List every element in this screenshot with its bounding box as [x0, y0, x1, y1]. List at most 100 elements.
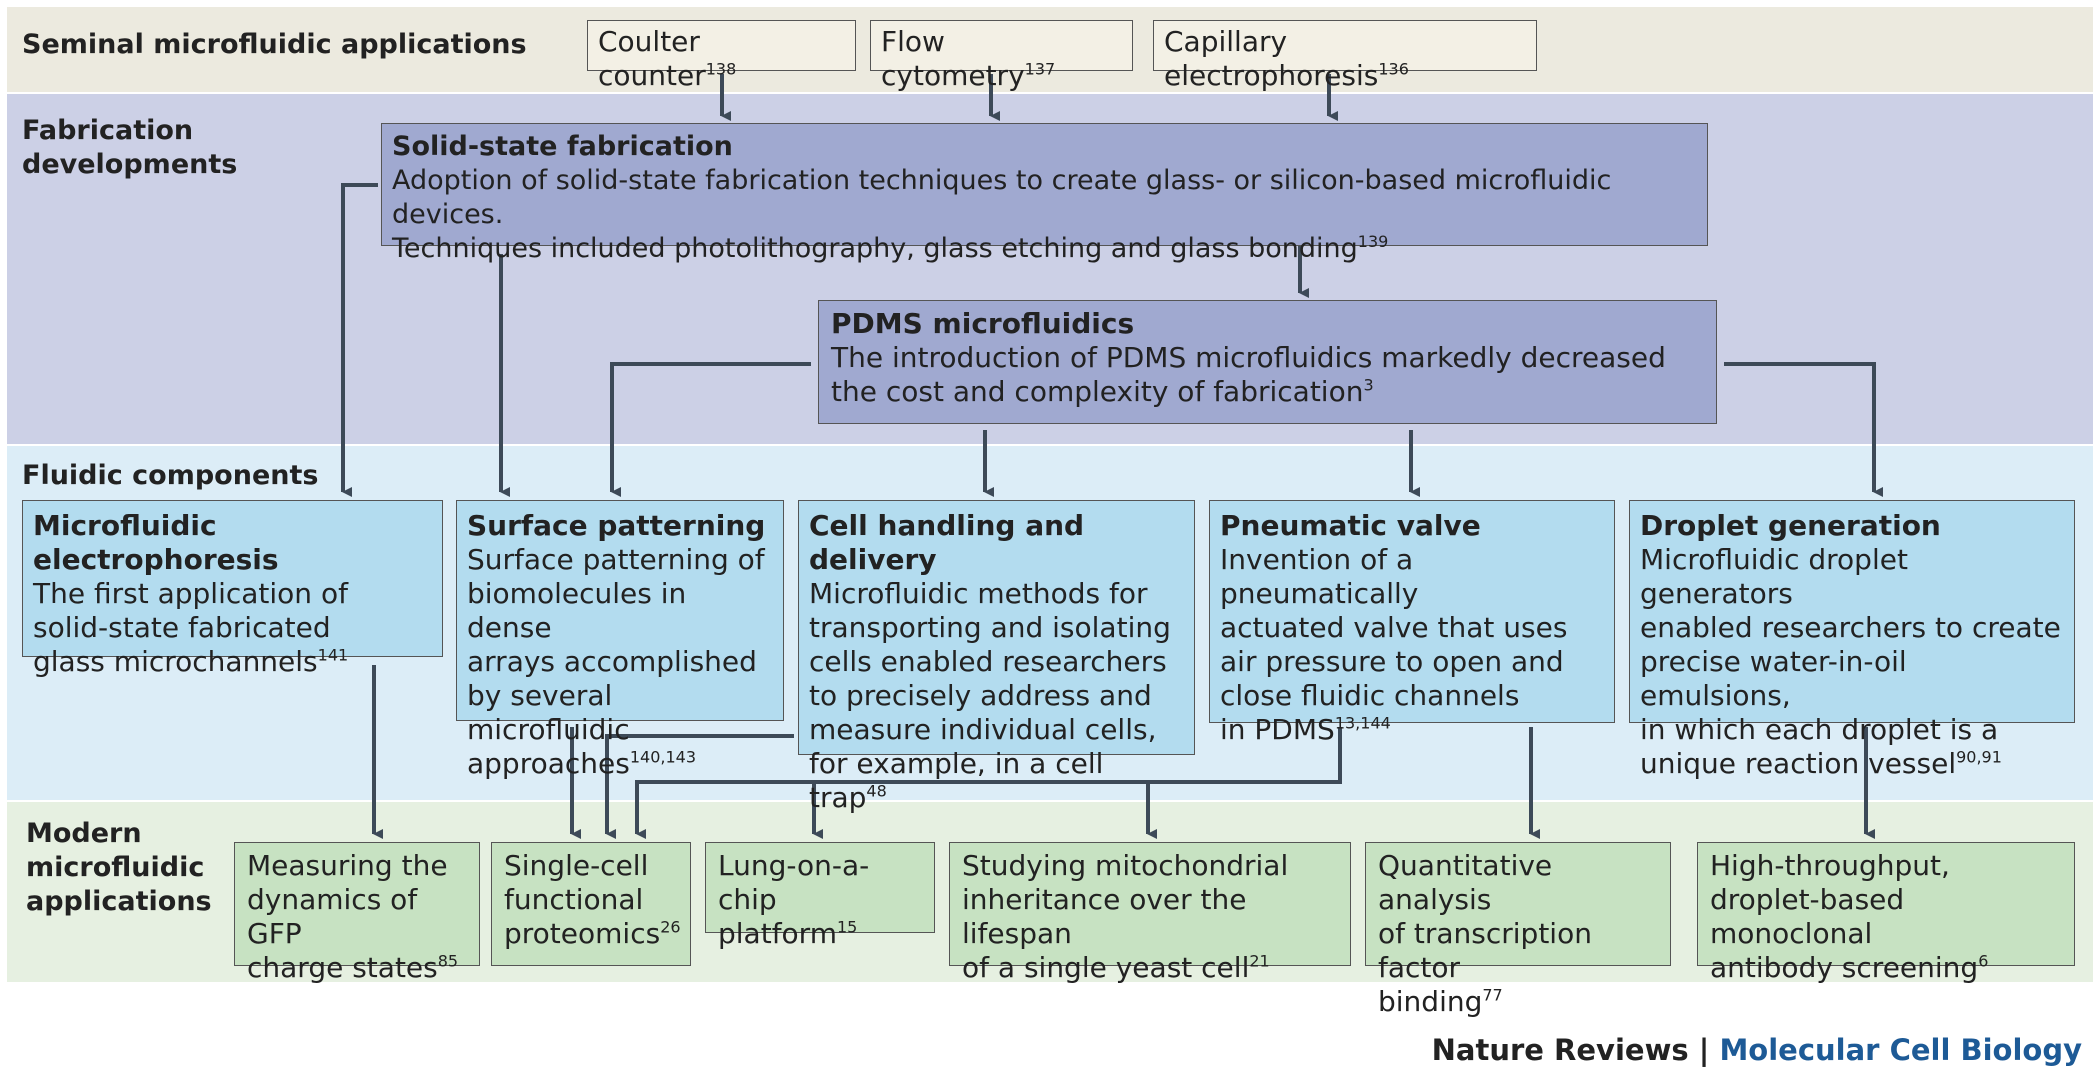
seminal-coulter-counter-text: Coulter counter [598, 25, 706, 92]
fab-solid-state-line2: Techniques included photolithography, gl… [392, 233, 1358, 264]
modern-mitochondrial-inheritance: Studying mitochondrial inheritance over … [949, 842, 1351, 984]
seminal-capillary-electrophoresis-text: Capillary electrophoresis [1164, 25, 1379, 92]
component-cell-line: to precisely address and [809, 679, 1152, 712]
band-label-seminal: Seminal microfluidic applications [22, 29, 527, 60]
component-cell-line: transporting and isolating [809, 611, 1171, 644]
component-valve-title: Pneumatic valve [1220, 509, 1481, 542]
fab-solid-state: Solid-state fabrication Adoption of soli… [381, 123, 1708, 264]
component-cell-line: for example, in a cell trap [809, 747, 1104, 814]
seminal-flow-cytometry: Flow cytometry137 [870, 20, 1133, 92]
fab-solid-state-ref: 139 [1357, 232, 1389, 251]
modern-antibody-line: antibody screening [1710, 951, 1979, 984]
seminal-capillary-electrophoresis: Capillary electrophoresis136 [1153, 20, 1537, 92]
modern-tf-last: binding77 [1378, 985, 1658, 1019]
modern-mito-line: of a single yeast cell [962, 951, 1250, 984]
component-droplet-last: unique reaction vessel90,91 [1640, 747, 2064, 781]
component-surface-line: biomolecules in dense [467, 577, 687, 644]
modern-lung-line: Lung-on-a-chip [718, 849, 870, 916]
component-valve-line: Invention of a pneumatically [1220, 543, 1419, 610]
arrow-pdms-to-surface [610, 362, 811, 497]
fab-solid-state-line2-wrap: Techniques included photolithography, gl… [392, 232, 1697, 266]
seminal-flow-cytometry-text: Flow cytometry [881, 25, 1025, 92]
component-cell-line: cells enabled researchers [809, 645, 1167, 678]
component-valve-last: in PDMS13,144 [1220, 713, 1604, 747]
component-cell-ref: 48 [866, 781, 887, 801]
component-electrophoresis-last: glass microchannels141 [33, 645, 432, 679]
component-microfluidic-electrophoresis: Microfluidic electrophoresis The first a… [22, 500, 443, 678]
modern-mito-ref: 21 [1249, 951, 1270, 971]
component-droplet-line: enabled researchers to create [1640, 611, 2061, 644]
component-cell-title: Cell handling and delivery [809, 509, 1085, 576]
band-label-modern-line1: Modern [26, 818, 142, 849]
journal-separator: | [1698, 1033, 1710, 1067]
fab-pdms-line2-wrap: the cost and complexity of fabrication3 [831, 375, 1704, 409]
component-surface-line: Surface patterning of [467, 543, 765, 576]
component-surface-ref: 140,143 [629, 747, 697, 767]
arrow-pdms-to-droplet [1724, 362, 1883, 497]
component-surface-line: by several microfluidic [467, 679, 630, 746]
modern-gfp-line: dynamics of GFP [247, 883, 418, 950]
modern-mito-last: of a single yeast cell21 [962, 951, 1338, 985]
component-valve-ref: 13,144 [1334, 713, 1391, 733]
modern-mito-line: Studying mitochondrial [962, 849, 1289, 882]
fab-pdms-title: PDMS microfluidics [831, 307, 1135, 340]
band-label-components: Fluidic components [22, 460, 319, 491]
modern-gfp-ref: 85 [437, 951, 459, 971]
modern-proteomics-ref: 26 [660, 917, 681, 937]
band-label-fabrication-line1: Fabrication [22, 115, 194, 146]
component-surface-patterning: Surface patterning Surface patterning of… [456, 500, 784, 780]
component-droplet-title: Droplet generation [1640, 509, 1941, 542]
modern-tf-line: binding [1378, 985, 1483, 1018]
component-pneumatic-valve: Pneumatic valve Invention of a pneumatic… [1209, 500, 1615, 746]
modern-antibody-line: droplet-based monoclonal [1710, 883, 1905, 950]
modern-gfp-charge-states: Measuring the dynamics of GFP charge sta… [234, 842, 480, 984]
arrow-valve-to-modern [635, 727, 1342, 839]
seminal-coulter-counter: Coulter counter138 [587, 20, 856, 92]
modern-proteomics-line: functional [504, 883, 644, 916]
modern-tf-line: Quantitative analysis [1378, 849, 1553, 916]
band-label-modern-line2: microfluidic [26, 852, 205, 883]
modern-mito-line: inheritance over the lifespan [962, 883, 1247, 950]
modern-lung-on-a-chip: Lung-on-a-chip platform15 [705, 842, 935, 950]
component-droplet-line: unique reaction vessel [1640, 747, 1957, 780]
component-electrophoresis-line: solid-state fabricated [33, 611, 331, 644]
component-valve-line: actuated valve that uses [1220, 611, 1568, 644]
modern-single-cell-proteomics: Single-cell functional proteomics26 [491, 842, 691, 966]
fab-pdms: PDMS microfluidics The introduction of P… [818, 300, 1717, 424]
modern-antibody-screening: High-throughput, droplet-based monoclona… [1697, 842, 2075, 984]
component-electrophoresis-title: Microfluidic electrophoresis [33, 509, 279, 576]
modern-lung-ref: 15 [836, 917, 858, 937]
journal-credit: Nature Reviews | Molecular Cell Biology [1432, 1033, 2082, 1067]
modern-proteomics-last: proteomics26 [504, 917, 681, 951]
modern-lung-line: platform [718, 917, 837, 950]
modern-gfp-line: Measuring the [247, 849, 448, 882]
band-label-fabrication-line2: developments [22, 149, 238, 180]
modern-lung-last: platform15 [718, 917, 922, 951]
modern-tf-line: of transcription factor [1378, 917, 1592, 984]
component-cell-last: for example, in a cell trap48 [809, 747, 1184, 815]
modern-gfp-last: charge states85 [247, 951, 467, 985]
component-valve-line: in PDMS [1220, 713, 1335, 746]
component-valve-line: close fluidic channels [1220, 679, 1520, 712]
band-label-fabrication: Fabrication developments [22, 114, 237, 182]
component-electrophoresis-line: glass microchannels [33, 645, 318, 678]
component-droplet-line: in which each droplet is a [1640, 713, 1999, 746]
fab-pdms-line1: The introduction of PDMS microfluidics m… [831, 341, 1666, 374]
seminal-capillary-electrophoresis-ref: 136 [1378, 59, 1409, 79]
seminal-coulter-counter-ref: 138 [705, 59, 737, 79]
component-surface-title: Surface patterning [467, 509, 766, 542]
component-droplet-generation: Droplet generation Microfluidic droplet … [1629, 500, 2075, 780]
component-surface-line: arrays accomplished [467, 645, 757, 678]
fab-pdms-ref: 3 [1363, 375, 1374, 395]
modern-antibody-last: antibody screening6 [1710, 951, 2062, 985]
modern-tf-ref: 77 [1482, 985, 1503, 1005]
seminal-flow-cytometry-ref: 137 [1024, 59, 1056, 79]
fab-solid-state-title: Solid-state fabrication [392, 131, 733, 162]
component-electrophoresis-line: The first application of [33, 577, 348, 610]
component-droplet-ref: 90,91 [1956, 747, 2002, 767]
component-droplet-line: precise water-in-oil emulsions, [1640, 645, 1907, 712]
band-label-modern-line3: applications [26, 886, 212, 917]
band-label-modern: Modern microfluidic applications [26, 817, 212, 919]
modern-antibody-line: High-throughput, [1710, 849, 1950, 882]
